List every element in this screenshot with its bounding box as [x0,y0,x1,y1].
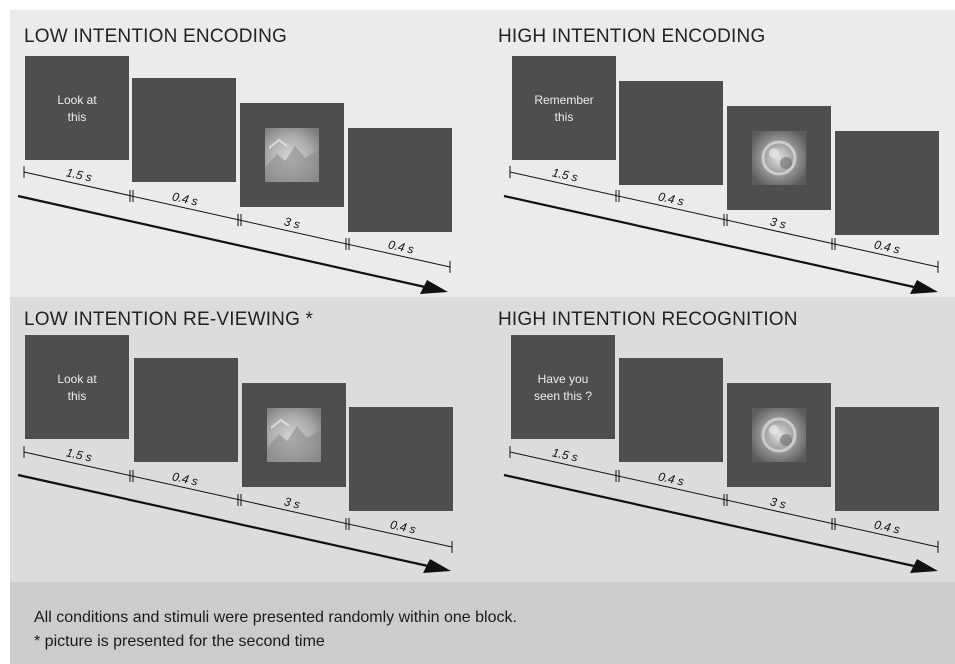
panel-low-intention-re-viewing: LOW INTENTION RE-VIEWING * Look at this … [10,297,482,584]
stimulus-screen [242,383,346,487]
panel-title: HIGH INTENTION RECOGNITION [498,309,798,330]
cue-screen: Remember this [512,56,616,160]
arrow-head-icon [420,280,448,294]
footer-band [10,582,955,664]
blank-screen-1 [132,78,236,182]
cue-text: Look at this [57,372,97,403]
cue-text: Have you seen this ? [533,372,593,403]
cue-text: Remember this [534,93,594,124]
panel-low-intention-encoding: LOW INTENTION ENCODING Look at this 1.5 … [10,10,482,297]
textured-picture-icon [752,408,806,462]
blank-screen-1 [619,358,723,462]
landscape-picture-icon [265,128,319,182]
footer-note-second-presentation: * picture is presented for the second ti… [34,633,325,650]
panel-high-intention-recognition: HIGH INTENTION RECOGNITION Have you seen… [482,297,954,584]
arrow-head-icon [423,559,451,573]
timeline [17,166,451,294]
stimulus-screen [727,106,831,210]
landscape-picture-icon [267,408,321,462]
panel-title: LOW INTENTION RE-VIEWING * [24,309,314,330]
panel-title: HIGH INTENTION ENCODING [498,26,766,47]
timeline [503,166,939,294]
arrow-head-icon [910,559,938,573]
blank-screen-2 [835,131,939,235]
footer-note-conditions: All conditions and stimuli were presente… [34,609,517,626]
blank-screen-1 [134,358,238,462]
arrow-head-icon [910,280,938,294]
timeline [17,446,453,573]
panel-title: LOW INTENTION ENCODING [24,26,288,47]
textured-picture-icon [752,131,806,185]
panel-high-intention-encoding: HIGH INTENTION ENCODING Remember this 1.… [482,10,954,297]
stimulus-screen [727,383,831,487]
cue-screen: Look at this [25,56,129,160]
blank-screen-2 [348,128,452,232]
blank-screen-2 [835,407,939,511]
blank-screen-1 [619,81,723,185]
timeline [503,446,939,573]
stimulus-screen [240,103,344,207]
cue-text: Look at this [57,93,97,124]
cue-screen: Look at this [25,335,129,439]
cue-screen: Have you seen this ? [511,335,615,439]
blank-screen-2 [349,407,453,511]
